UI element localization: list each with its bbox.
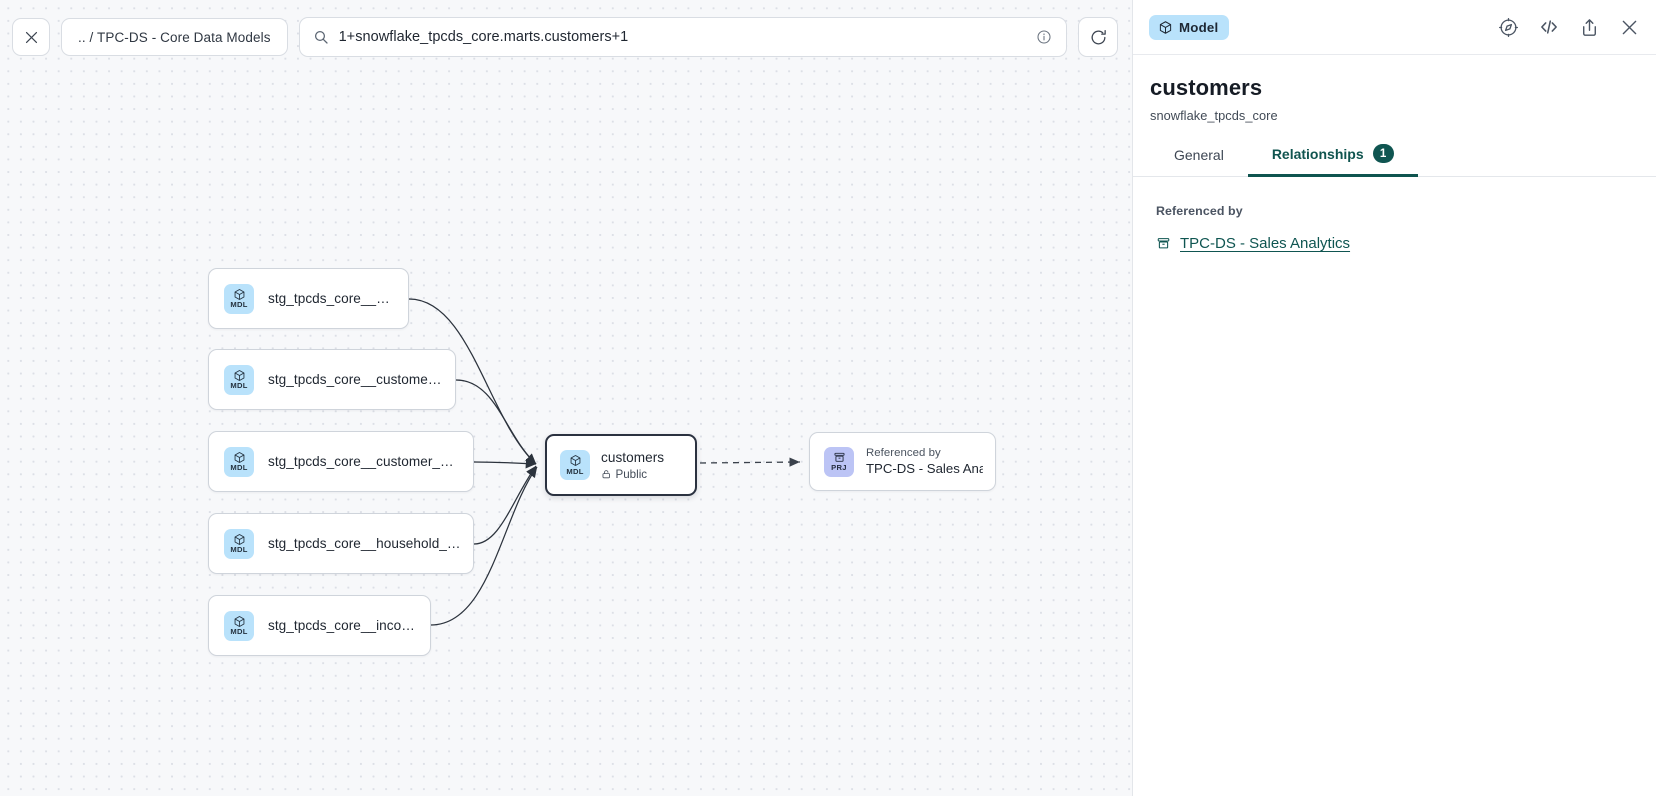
close-icon[interactable] xyxy=(1619,17,1640,38)
detail-panel: Model xyxy=(1132,0,1656,796)
node-text: stg_tpcds_core__household_demogr… xyxy=(268,536,461,551)
search-icon xyxy=(313,29,329,45)
node-text: Referenced by TPC-DS - Sales Analytics xyxy=(866,447,983,476)
page-subtitle: snowflake_tpcds_core xyxy=(1150,108,1278,123)
model-badge: MDL xyxy=(224,446,254,477)
cube-icon xyxy=(233,369,246,382)
cube-icon xyxy=(1158,20,1173,35)
info-icon[interactable] xyxy=(1036,29,1052,45)
model-badge: MDL xyxy=(224,283,254,314)
project-icon xyxy=(833,451,846,464)
asset-type-label: Model xyxy=(1179,19,1219,35)
refresh-icon xyxy=(1089,28,1108,47)
model-badge: MDL xyxy=(224,364,254,395)
panel-tabs: General Relationships 1 xyxy=(1133,144,1656,177)
badge-label: MDL xyxy=(230,381,248,391)
node-title: stg_tpcds_core__customer_demogra… xyxy=(268,454,461,469)
badge-label: MDL xyxy=(230,463,248,473)
node-title: stg_tpcds_core__household_demogr… xyxy=(268,536,461,551)
model-badge: MDL xyxy=(224,528,254,559)
lineage-search-box[interactable]: 1+snowflake_tpcds_core.marts.customers+1 xyxy=(298,17,1067,57)
lineage-node-selected[interactable]: MDL customers Public xyxy=(545,434,697,496)
list-item[interactable]: TPC-DS - Sales Analytics xyxy=(1133,218,1656,252)
cube-icon xyxy=(233,451,246,464)
search-input[interactable]: 1+snowflake_tpcds_core.marts.customers+1 xyxy=(338,29,629,45)
node-text: stg_tpcds_core__customer xyxy=(268,291,396,306)
lineage-node[interactable]: MDL stg_tpcds_core__income_band xyxy=(208,595,431,656)
tab-label: General xyxy=(1174,147,1224,163)
model-badge: MDL xyxy=(560,450,590,480)
section-label: Referenced by xyxy=(1156,204,1243,218)
node-text: stg_tpcds_core__customer_address xyxy=(268,372,443,387)
asset-type-badge: Model xyxy=(1149,14,1230,40)
project-badge: PRJ xyxy=(824,446,854,477)
badge-label: MDL xyxy=(230,300,248,310)
node-title: stg_tpcds_core__income_band xyxy=(268,618,418,633)
badge-label: MDL xyxy=(566,466,584,476)
lineage-node-project[interactable]: PRJ Referenced by TPC-DS - Sales Analyti… xyxy=(809,432,996,491)
explore-icon[interactable] xyxy=(1498,17,1519,38)
badge-label: MDL xyxy=(230,545,248,555)
node-title: stg_tpcds_core__customer_address xyxy=(268,372,443,387)
panel-header: Model xyxy=(1133,0,1656,55)
lineage-edges xyxy=(408,298,801,626)
tab-count-badge: 1 xyxy=(1372,144,1394,163)
node-text: customers Public xyxy=(601,450,664,481)
panel-actions xyxy=(1498,16,1640,38)
close-icon xyxy=(23,29,40,46)
model-badge: MDL xyxy=(224,610,254,641)
node-visibility: Public xyxy=(601,468,664,481)
node-text: stg_tpcds_core__customer_demogra… xyxy=(268,454,461,469)
badge-label: PRJ xyxy=(831,463,847,473)
cube-icon xyxy=(233,288,246,301)
lineage-node[interactable]: MDL stg_tpcds_core__household_demogr… xyxy=(208,513,474,574)
breadcrumb[interactable]: .. / TPC-DS - Core Data Models xyxy=(61,18,288,56)
node-title: customers xyxy=(601,449,665,465)
node-kicker: Referenced by xyxy=(866,447,941,459)
lineage-node[interactable]: MDL stg_tpcds_core__customer_address xyxy=(208,349,456,410)
lineage-node[interactable]: MDL stg_tpcds_core__customer_demogra… xyxy=(208,431,474,492)
share-icon[interactable] xyxy=(1579,17,1600,38)
page-title: customers xyxy=(1150,75,1263,100)
referenced-by-link[interactable]: TPC-DS - Sales Analytics xyxy=(1180,235,1351,252)
cube-icon xyxy=(569,454,582,467)
node-title: TPC-DS - Sales Analytics xyxy=(866,461,983,476)
tab-general[interactable]: General xyxy=(1150,147,1248,177)
cube-icon xyxy=(233,615,246,628)
project-icon xyxy=(1156,236,1171,251)
lineage-canvas[interactable]: .. / TPC-DS - Core Data Models 1+snowfla… xyxy=(0,0,1132,796)
tab-relationships[interactable]: Relationships 1 xyxy=(1247,144,1418,177)
lock-icon xyxy=(601,469,612,480)
badge-label: MDL xyxy=(230,627,248,637)
visibility-label: Public xyxy=(615,467,648,481)
close-lineage-button[interactable] xyxy=(12,18,50,56)
cube-icon xyxy=(233,533,246,546)
code-icon[interactable] xyxy=(1538,16,1560,38)
lineage-node[interactable]: MDL stg_tpcds_core__customer xyxy=(208,268,409,329)
node-text: stg_tpcds_core__income_band xyxy=(268,618,418,633)
lineage-toolbar: .. / TPC-DS - Core Data Models 1+snowfla… xyxy=(0,0,1132,74)
refresh-button[interactable] xyxy=(1078,17,1118,57)
node-title: stg_tpcds_core__customer xyxy=(268,291,396,306)
tab-label: Relationships xyxy=(1271,145,1364,162)
breadcrumb-label: .. / TPC-DS - Core Data Models xyxy=(78,29,271,45)
